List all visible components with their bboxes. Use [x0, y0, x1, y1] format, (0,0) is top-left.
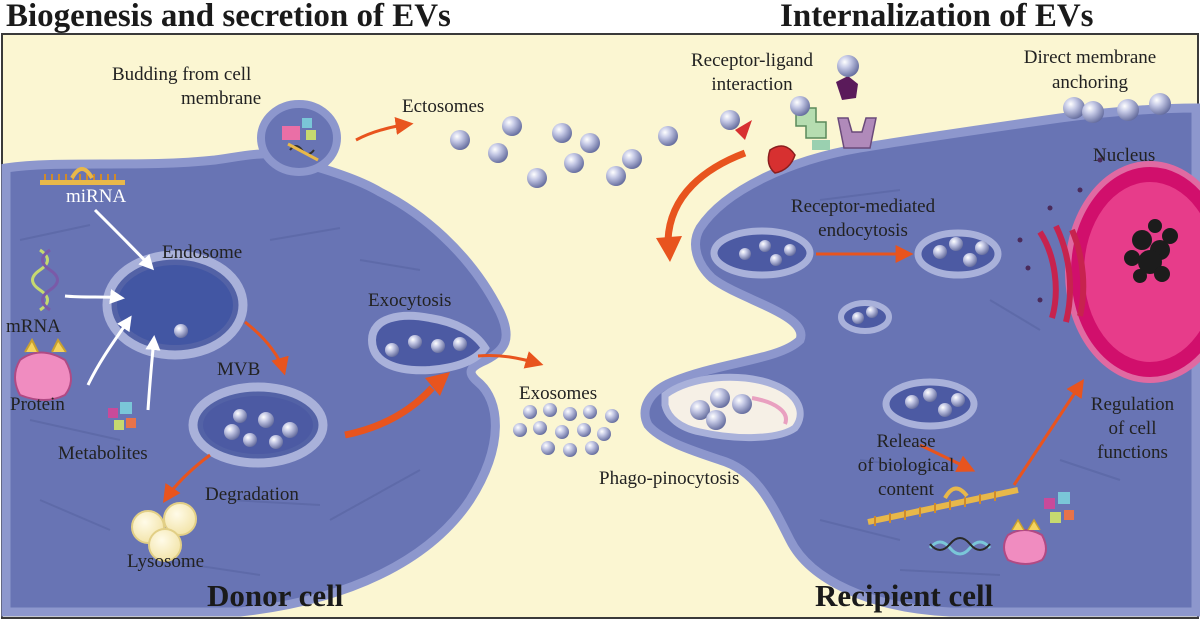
- donor-texture: [19, 224, 421, 576]
- label-receptor-ligand-line1: Receptor-ligand: [690, 50, 813, 71]
- exocytosis-vesicle: [367, 311, 490, 375]
- label-release-line3: content: [878, 479, 934, 500]
- internalization-arrowhead: [656, 236, 682, 262]
- anchored-vesicles: [1063, 93, 1171, 123]
- label-metabolites: Metabolites: [58, 443, 148, 464]
- mvb-to-exocytosis-arrow: [344, 385, 435, 439]
- endocytic-pit: [710, 227, 814, 279]
- endocytic-vesicle: [914, 229, 1002, 279]
- label-receptor-mediated-line1: Receptor-mediated: [790, 196, 936, 217]
- label-release-line1: Release: [876, 431, 936, 452]
- label-ectosomes: Ectosomes: [402, 96, 485, 117]
- label-mvb: MVB: [217, 359, 261, 380]
- recipient-texture: [819, 189, 1121, 576]
- nucleus: [1065, 161, 1200, 383]
- internalization-arrow: [664, 149, 747, 241]
- donor-process-arrows: [163, 116, 544, 503]
- golgi: [1037, 224, 1087, 323]
- released-metabolites: [1044, 492, 1074, 523]
- released-mrna: [928, 537, 992, 556]
- exosome-vesicles: [513, 403, 619, 457]
- released-protein: [1003, 518, 1047, 565]
- label-receptor-ligand-line2: interaction: [711, 74, 793, 95]
- mvb: [188, 382, 328, 468]
- release-vesicle: [882, 378, 978, 430]
- recipient-process-arrows: [816, 245, 1084, 486]
- endosome: [102, 250, 248, 360]
- label-phago-pinocytosis: Phago-pinocytosis: [599, 468, 740, 489]
- label-receptor-mediated-line2: endocytosis: [818, 220, 908, 241]
- recipient-cell-title: Recipient cell: [815, 578, 994, 613]
- heading-internalization: Internalization of EVs: [780, 0, 1094, 34]
- label-regulation-line2: of cell: [1108, 418, 1157, 439]
- label-lysosome: Lysosome: [127, 551, 205, 572]
- label-direct-anchoring-line2: anchoring: [1052, 72, 1128, 93]
- protein-icon: [14, 337, 72, 401]
- label-budding-line1: Budding from cell: [112, 64, 252, 85]
- mvb-to-exocytosis-arrowhead: [425, 372, 450, 396]
- label-mirna: miRNA: [66, 186, 127, 207]
- label-exocytosis: Exocytosis: [368, 290, 452, 311]
- metabolites-icon: [108, 402, 136, 430]
- label-regulation-line3: functions: [1097, 442, 1168, 463]
- label-mrna: mRNA: [6, 316, 61, 337]
- label-nucleus: Nucleus: [1093, 145, 1156, 166]
- mrna-icon: [31, 248, 59, 312]
- label-direct-anchoring-line1: Direct membrane: [1023, 47, 1157, 68]
- small-internal-vesicle: [838, 300, 892, 334]
- donor-cell-title: Donor cell: [207, 578, 344, 613]
- cytoplasm-dots: [1017, 157, 1103, 303]
- ectosome-vesicles: [450, 116, 678, 188]
- heading-biogenesis: Biogenesis and secretion of EVs: [6, 0, 451, 34]
- label-release-line2: of biological: [857, 455, 955, 476]
- label-regulation-line1: Regulation: [1090, 394, 1175, 415]
- receptor-ligand-complex: [735, 76, 877, 174]
- label-budding-line2: membrane: [181, 88, 262, 109]
- label-endosome: Endosome: [162, 242, 243, 263]
- uptake-arrows: [64, 208, 161, 411]
- lysosome: [131, 502, 197, 562]
- ligand-vesicles: [720, 55, 859, 130]
- budding-cargo: [282, 118, 319, 162]
- phagocytosis-cup: [661, 373, 804, 442]
- released-rna: [867, 486, 1019, 526]
- label-exosomes: Exosomes: [519, 383, 598, 404]
- label-degradation: Degradation: [205, 484, 299, 505]
- label-protein: Protein: [10, 394, 65, 415]
- mirna-icon: [40, 167, 125, 185]
